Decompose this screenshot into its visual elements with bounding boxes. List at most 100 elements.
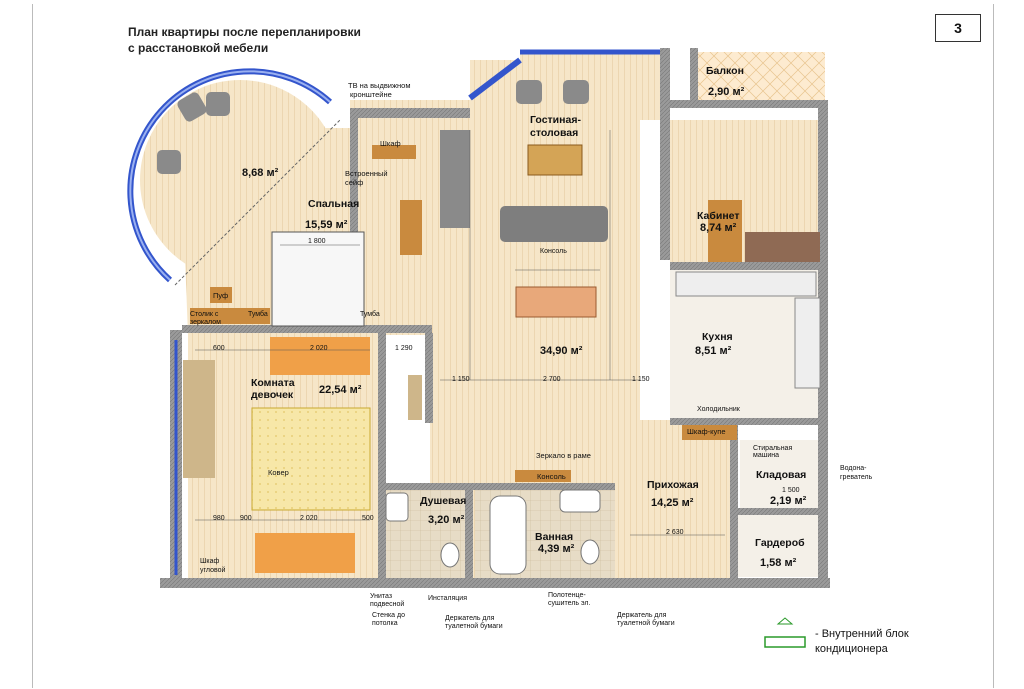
chair-icon xyxy=(206,92,230,116)
room-name-living-2: столовая xyxy=(530,127,578,139)
label-corner-closet: Шкаф xyxy=(200,558,220,565)
desk-icon xyxy=(183,360,215,478)
room-area-office: 8,74 м² xyxy=(700,222,737,234)
room-area-kitchen: 8,51 м² xyxy=(695,345,732,357)
dim-label: 1 500 xyxy=(782,487,800,494)
dim-label: 1 150 xyxy=(452,376,470,383)
label-fridge: Холодильник xyxy=(697,406,741,413)
label-wall: Стенка до xyxy=(372,612,405,619)
label-toilet-2: подвесной xyxy=(370,600,404,608)
dim-label: 2 630 xyxy=(666,529,684,536)
room-name-wardrobe: Гардероб xyxy=(755,537,805,549)
label-safe-2: сейф xyxy=(345,178,363,187)
label-install: Инсталяция xyxy=(428,595,467,602)
room-area-bedroom: 15,59 м² xyxy=(305,219,348,231)
room-area-storage: 2,19 м² xyxy=(770,495,807,507)
toilet-icon xyxy=(440,542,460,568)
dim-label: 2 020 xyxy=(310,345,328,352)
room-area-shower: 3,20 м² xyxy=(428,514,465,526)
label-paper1: Держатель для xyxy=(445,615,495,622)
coffee-table-icon xyxy=(527,144,583,176)
bed-icon xyxy=(270,337,370,375)
label-wall-2: потолка xyxy=(372,620,398,627)
room-name-bathroom: Ванная xyxy=(535,531,573,543)
room-area-bathroom: 4,39 м² xyxy=(538,543,575,555)
legend-line1: - Внутренний блок xyxy=(815,628,909,640)
room-name-balcony: Балкон xyxy=(706,65,744,77)
label-dresser-2: зеркалом xyxy=(190,319,221,326)
label-safe: Встроенный xyxy=(345,169,388,178)
plan-title-line1: План квартиры после перепланировки xyxy=(128,25,361,39)
room-area-balcony: 2,90 м² xyxy=(708,86,745,98)
label-coupe: Шкаф-купе xyxy=(687,427,726,436)
carpet-icon xyxy=(251,407,371,511)
label-tv-2: кронштейне xyxy=(350,90,392,99)
label-heater: Водона- xyxy=(840,465,867,472)
room-area-wardrobe: 1,58 м² xyxy=(760,557,797,569)
chair-icon xyxy=(157,150,181,174)
label-washer-2: машина xyxy=(753,452,779,459)
label-toilet: Унитаз xyxy=(370,593,392,600)
room-area-girls: 22,54 м² xyxy=(319,384,362,396)
plan-title: План квартиры после перепланировки с рас… xyxy=(128,24,361,56)
label-closet: Шкаф xyxy=(380,139,401,148)
closet-icon xyxy=(400,200,422,255)
toilet-icon xyxy=(580,539,600,565)
room-name-bedroom: Спальная xyxy=(308,198,359,210)
label-console: Консоль xyxy=(540,248,567,255)
pouf-icon xyxy=(210,287,232,303)
closet-icon xyxy=(372,145,416,159)
dim-label: 980 xyxy=(213,515,225,522)
bookshelf-icon xyxy=(408,375,422,420)
armchair-icon xyxy=(563,80,589,104)
sofa-icon xyxy=(500,206,608,242)
label-paper2: Держатель для xyxy=(617,612,667,619)
dim-label: 1 800 xyxy=(308,238,326,245)
ac-unit-legend-icon xyxy=(764,636,806,648)
label-paper2-2: туалетной бумаги xyxy=(617,619,675,627)
label-dresser: Столик с xyxy=(190,311,219,318)
room-name-kitchen: Кухня xyxy=(702,331,733,343)
stove-icon xyxy=(794,297,821,389)
drawing-sheet xyxy=(32,4,994,688)
room-name-shower: Душевая xyxy=(420,495,466,507)
bay-window-inner xyxy=(129,70,331,281)
label-nightstand-2: Тумба xyxy=(360,310,380,318)
dim-label: 500 xyxy=(362,515,374,522)
legend-line2: кондиционера xyxy=(815,643,888,655)
bed-icon xyxy=(271,231,365,327)
plan-title-line2: с расстановкой мебели xyxy=(128,41,269,55)
console-icon xyxy=(515,470,571,482)
sofa-side-icon xyxy=(440,130,470,228)
room-name-living: Гостиная- xyxy=(530,114,581,126)
bed-icon xyxy=(255,533,355,573)
label-towel: Полотенце- xyxy=(548,592,586,599)
dim-label: 1 150 xyxy=(632,376,650,383)
label-mirror: Зеркало в раме xyxy=(536,451,591,460)
room-area-bay: 8,68 м² xyxy=(242,167,279,179)
label-console-2: Консоль xyxy=(537,472,566,481)
legend: - Внутренний блок кондиционера xyxy=(815,627,909,657)
walls xyxy=(160,48,830,588)
dim-label: 600 xyxy=(213,345,225,352)
room-name-storage: Кладовая xyxy=(756,469,806,481)
label-pouf: Пуф xyxy=(213,291,228,300)
armchair-icon xyxy=(516,80,542,104)
label-paper1-2: туалетной бумаги xyxy=(445,622,503,630)
furniture xyxy=(157,80,821,575)
label-towel-2: сушитель эл. xyxy=(548,600,590,607)
dimension-lines xyxy=(195,130,725,536)
room-name-girls-2: девочек xyxy=(251,389,294,401)
label-corner-closet-2: угловой xyxy=(200,566,225,574)
kitchen-counter-icon xyxy=(675,271,817,297)
living-window-diag xyxy=(468,57,522,101)
room-name-office: Кабинет xyxy=(697,210,740,222)
page-number: 3 xyxy=(935,14,981,42)
label-carpet: Ковер xyxy=(268,468,289,477)
label-tv: ТВ на выдвижном xyxy=(348,81,410,90)
dresser-icon xyxy=(190,308,270,324)
sofa-icon xyxy=(745,232,820,262)
bathtub-icon xyxy=(489,495,527,575)
dim-label: 2 020 xyxy=(300,515,318,522)
